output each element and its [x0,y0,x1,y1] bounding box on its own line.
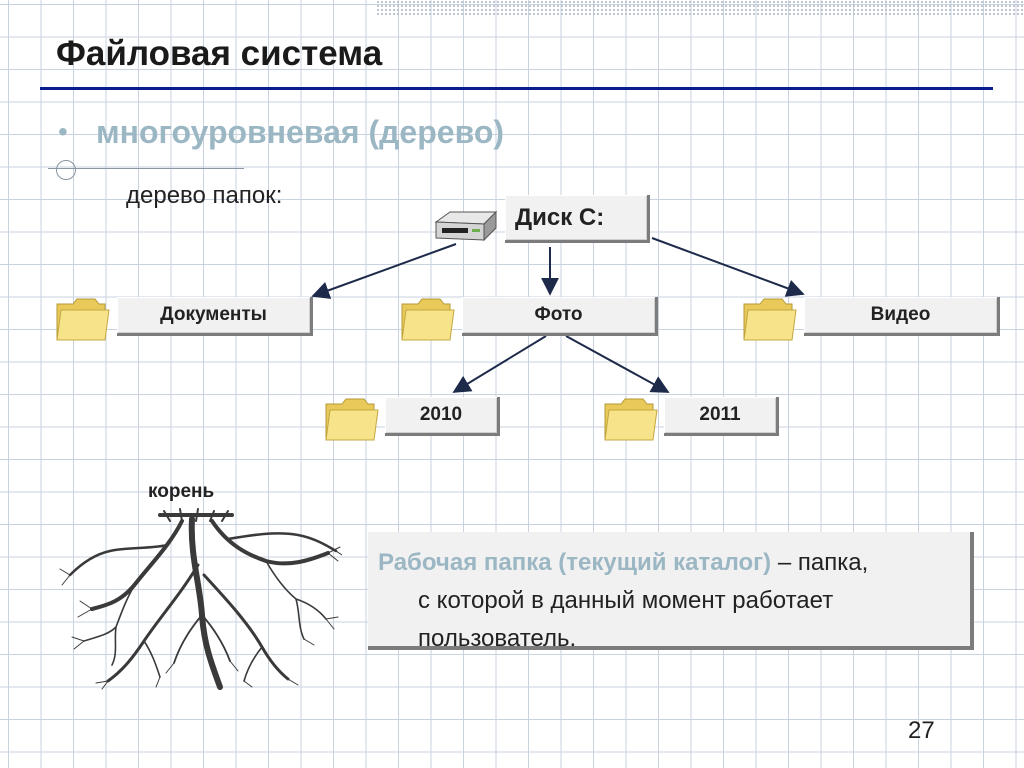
definition-box: Рабочая папка (текущий каталог) – папка,… [368,532,974,652]
decorative-circle [56,160,76,180]
page-title: Файловая система [56,34,383,73]
tree-node-foto: Фото [462,297,658,336]
title-underline [40,87,993,90]
bullet-marker: • [58,116,68,147]
tree-node-label: Документы [160,304,267,325]
definition-line-2: с которой в данный момент работает [418,587,834,614]
tree-node-video: Видео [804,297,1000,336]
decorative-line [48,168,244,169]
hard-drive-icon [434,210,498,242]
tree-node-2010: 2010 [385,397,500,436]
definition-term: Рабочая папка (текущий каталог) [378,549,772,576]
root-label: корень [148,481,215,502]
definition-text-1: – папка, [771,549,869,576]
tree-node-label: 2011 [699,404,741,425]
tree-caption: дерево папок: [126,182,283,209]
dotted-header-band [376,0,1024,17]
tree-node-label: Диск C: [515,203,605,231]
definition-line-1: Рабочая папка (текущий каталог) – папка, [378,544,958,582]
arrow-foto-to-2011 [565,335,670,393]
folder-icon [56,298,110,341]
arrow-disk-to-video [651,237,805,297]
tree-node-disk-c: Диск C: [505,195,650,243]
tree-node-2011: 2011 [664,397,779,436]
tree-node-label: 2010 [419,404,463,425]
folder-icon [604,398,658,441]
definition-line-3: пользователь. [418,625,577,652]
folder-icon [743,298,797,341]
folder-icon [325,398,379,441]
arrow-disk-to-documents [311,243,457,299]
tree-node-label: Фото [534,304,583,325]
page-number: 27 [908,717,935,744]
folder-icon [401,298,455,341]
tree-node-documents: Документы [117,297,313,336]
arrow-foto-to-2010 [452,335,547,393]
tree-roots-icon [59,508,342,690]
tree-node-label: Видео [870,304,931,325]
subtitle: многоуровневая (дерево) [96,114,505,150]
